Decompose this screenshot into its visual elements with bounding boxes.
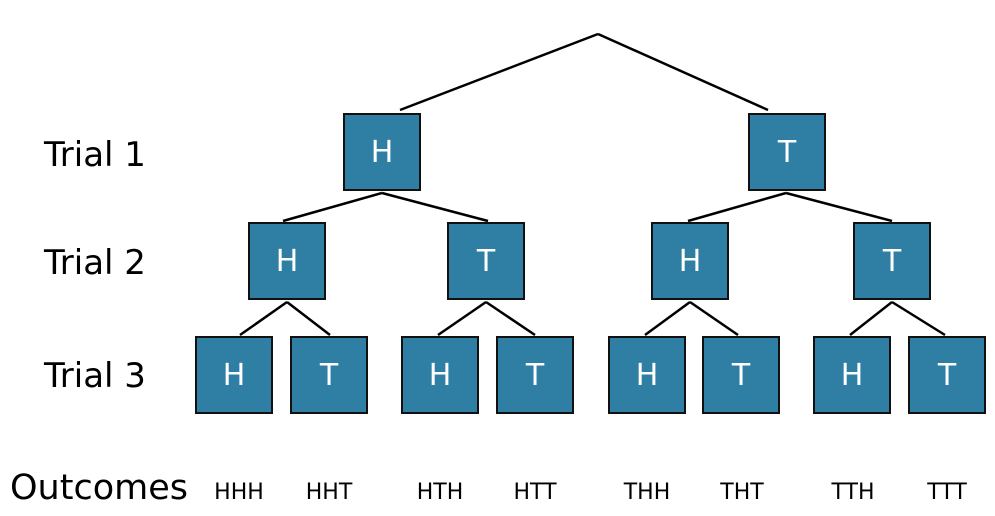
trial-3-node-tth: H bbox=[813, 336, 891, 414]
outcome-htt: HTT bbox=[513, 480, 557, 505]
edge-t-th bbox=[687, 191, 787, 223]
trial-3-node-hhh: H bbox=[195, 336, 273, 414]
trial-1-label: Trial 1 bbox=[44, 135, 146, 175]
trial-2-node-tt: T bbox=[853, 222, 931, 300]
edge-ht-htt bbox=[485, 300, 536, 337]
edge-t-tt bbox=[785, 191, 893, 223]
edge-h-hh bbox=[282, 191, 383, 223]
trial-2-label: Trial 2 bbox=[44, 243, 146, 283]
edge-tt-tth bbox=[849, 301, 893, 336]
outcome-tth: TTH bbox=[831, 480, 875, 505]
trial-3-node-htt: T bbox=[496, 336, 574, 414]
outcome-ttt: TTT bbox=[927, 480, 967, 505]
edge-root-h bbox=[399, 32, 599, 112]
outcomes-label: Outcomes bbox=[10, 468, 188, 508]
trial-2-node-ht: T bbox=[447, 222, 525, 300]
edge-h-ht bbox=[381, 191, 489, 223]
outcome-thh: THH bbox=[623, 480, 671, 505]
outcome-tht: THT bbox=[720, 480, 764, 505]
trial-3-node-ttt: T bbox=[908, 336, 986, 414]
edge-hh-hhh bbox=[239, 300, 288, 337]
trial-1-node-h: H bbox=[343, 113, 421, 191]
edge-hh-hht bbox=[286, 301, 331, 336]
edge-th-tht bbox=[689, 300, 739, 337]
trial-2-node-hh: H bbox=[248, 222, 326, 300]
trial-3-label: Trial 3 bbox=[44, 356, 146, 396]
edge-th-thh bbox=[644, 300, 691, 337]
trial-3-node-thh: H bbox=[608, 336, 686, 414]
edge-root-t bbox=[597, 32, 769, 112]
trial-1-node-t: T bbox=[748, 113, 826, 191]
outcome-hht: HHT bbox=[305, 480, 353, 505]
trial-3-node-hth: H bbox=[401, 336, 479, 414]
trial-2-node-th: H bbox=[651, 222, 729, 300]
trial-3-node-tht: T bbox=[702, 336, 780, 414]
outcome-hhh: HHH bbox=[214, 480, 264, 505]
edge-tt-ttt bbox=[891, 300, 946, 337]
outcome-hth: HTH bbox=[416, 480, 464, 505]
trial-3-node-hht: T bbox=[290, 336, 368, 414]
edge-ht-hth bbox=[437, 300, 487, 337]
